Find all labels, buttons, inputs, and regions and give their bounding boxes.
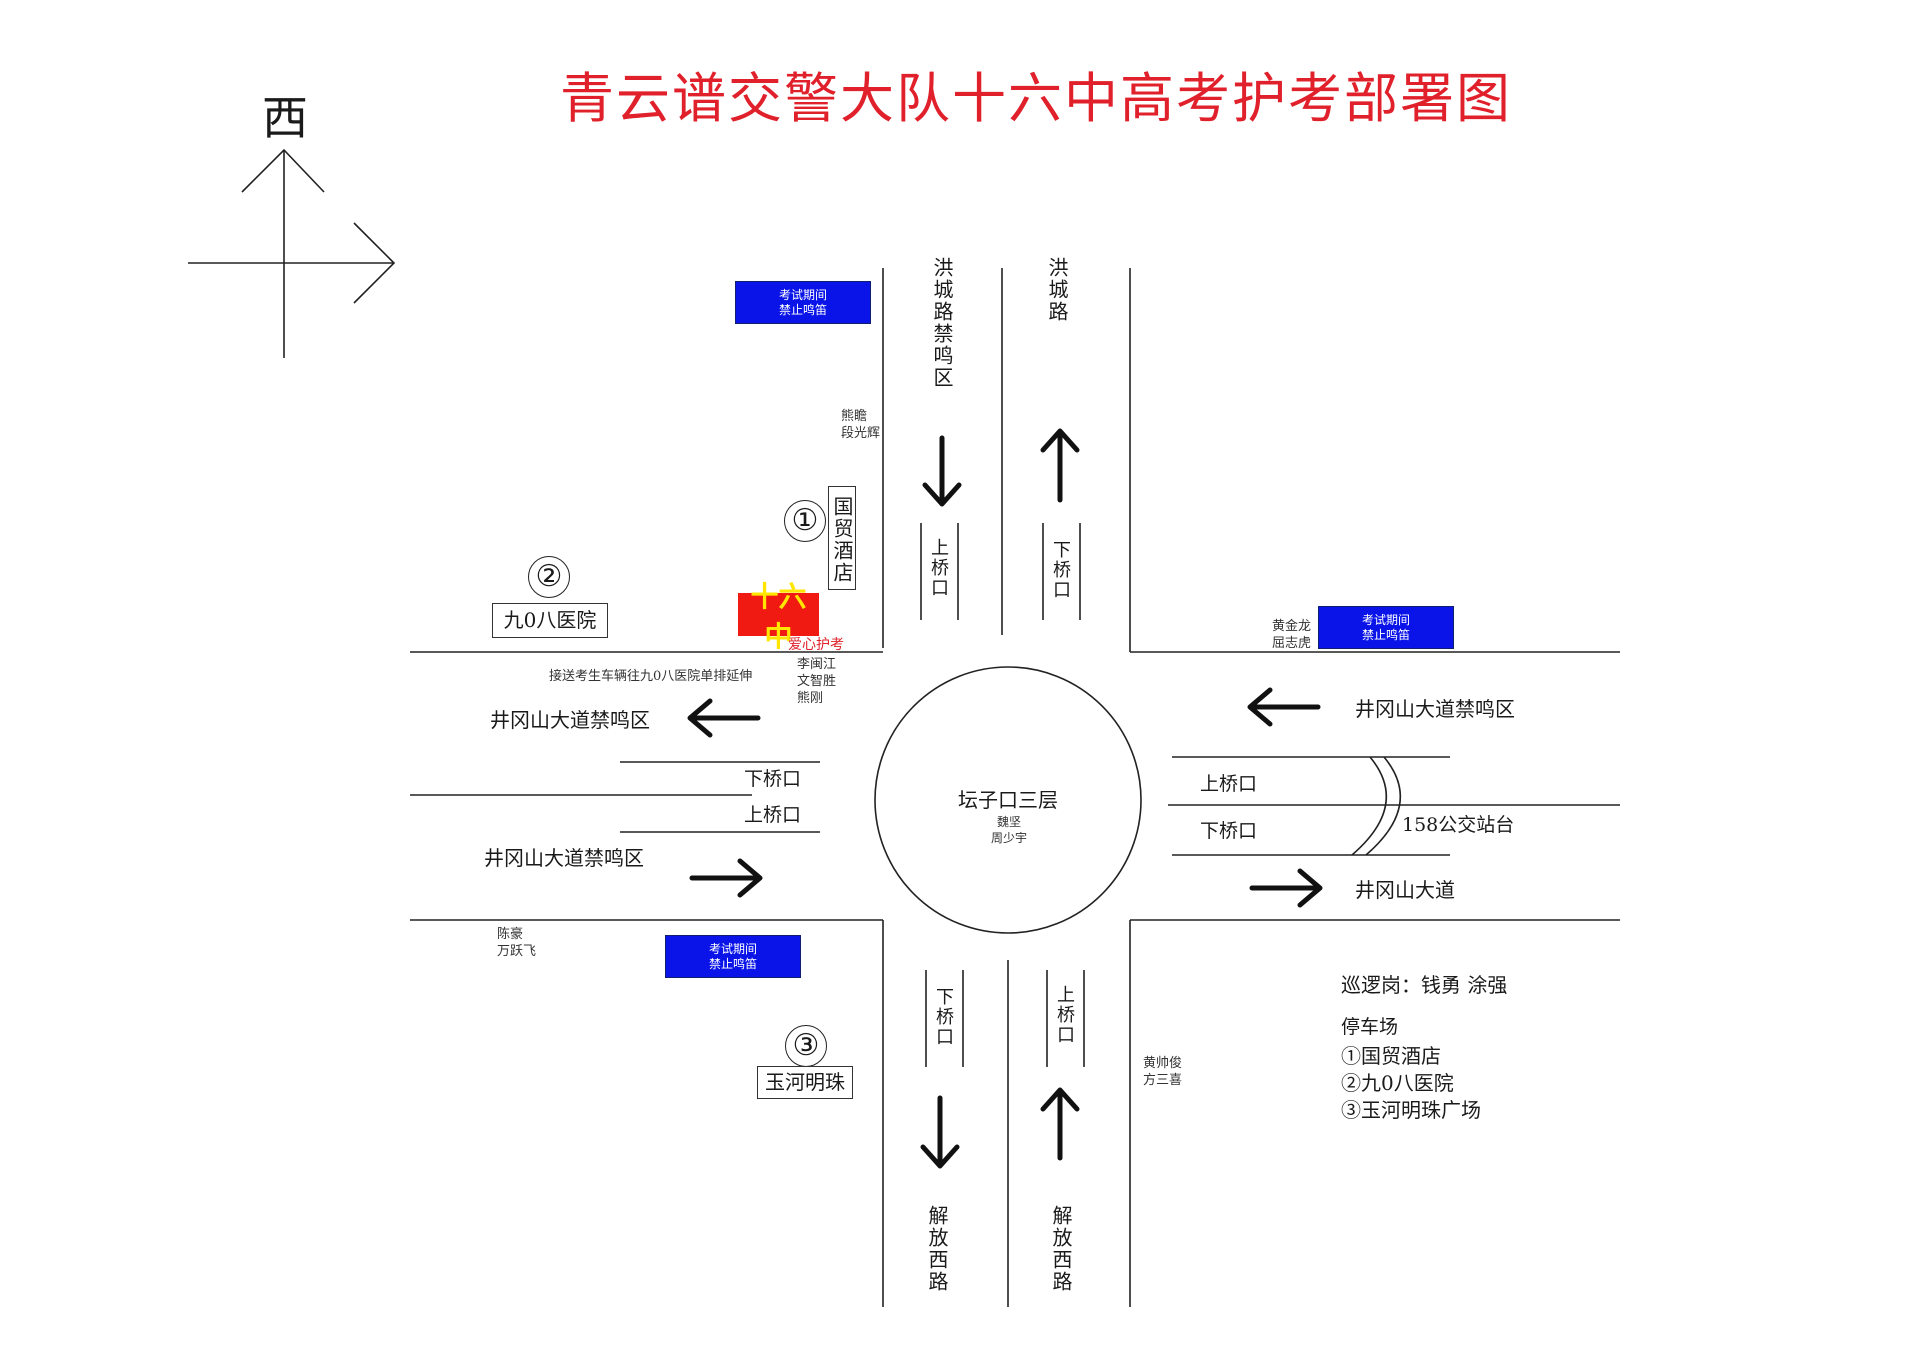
- staff-se-1: 黄帅俊: [1143, 1056, 1183, 1071]
- arrow-right-icon: [689, 858, 763, 898]
- care-slogan: 爱心护考: [788, 637, 844, 653]
- staff-nw-corner-3: 熊刚: [797, 691, 824, 706]
- ramp-label-off-west: 下桥口: [744, 768, 802, 790]
- bus-stop-label: 158公交站台: [1402, 814, 1515, 836]
- no-horn-line1: 考试期间: [778, 287, 827, 302]
- compass-west-label: 西: [262, 91, 308, 145]
- compass-north-head: [241, 148, 325, 193]
- ramp-label-off-east: 下桥口: [1200, 820, 1258, 842]
- ramp-label-on-west: 上桥口: [744, 804, 802, 826]
- roundabout-staff-1: 魏坚: [997, 815, 1022, 829]
- compass-east-head: [353, 222, 396, 304]
- roundabout-name: 坛子口三层: [958, 788, 1058, 812]
- staff-nw-corner-1: 李闽江: [797, 657, 837, 672]
- bus-stop-curve: [1351, 756, 1388, 856]
- place-number-2: ②: [528, 556, 570, 598]
- place-number-1: ①: [784, 500, 826, 542]
- ramp-label-on-south: 上桥口: [1054, 985, 1075, 1045]
- legend-parking-3: ③玉河明珠广场: [1341, 1098, 1481, 1122]
- no-horn-line2: 禁止鸣笛: [778, 302, 827, 317]
- school-sign: 十六中: [738, 580, 819, 653]
- plaza-box: 玉河明珠: [757, 1066, 853, 1099]
- no-horn-sign-sw: 考试期间 禁止鸣笛: [665, 935, 801, 978]
- roundabout-staff-2: 周少宇: [991, 831, 1028, 845]
- arrow-up-icon: [1040, 428, 1080, 503]
- ramp-label-on-north: 上桥口: [928, 538, 949, 598]
- ramp-label-off-south: 下桥口: [933, 987, 954, 1047]
- road-label-hongcheng: 洪城路: [1045, 257, 1069, 323]
- road-label-hongcheng-quiet: 洪城路禁鸣区: [930, 257, 954, 389]
- road-label-jiefang-west: 解放西路: [1049, 1205, 1073, 1293]
- legend-patrol: 巡逻岗：钱勇 涂强: [1341, 973, 1508, 997]
- ramp-label-off-north: 下桥口: [1050, 540, 1071, 600]
- staff-nw-top-1: 熊瞻: [841, 409, 868, 424]
- bus-stop-curve: [1365, 756, 1402, 856]
- staff-nw-corner-2: 文智胜: [797, 674, 837, 689]
- place-number-3: ③: [785, 1025, 827, 1067]
- staff-ne-1: 黄金龙: [1272, 619, 1312, 634]
- staff-nw-top-2: 段光辉: [841, 426, 881, 441]
- road-label-jinggangshan-east: 井冈山大道: [1355, 878, 1455, 902]
- hotel-box: 国贸酒店: [828, 486, 856, 590]
- legend-parking-title: 停车场: [1341, 1016, 1399, 1038]
- road-label-jinggangshan-quiet-east: 井冈山大道禁鸣区: [1355, 697, 1515, 721]
- no-horn-line2: 禁止鸣笛: [708, 956, 757, 971]
- road-label-jinggangshan-quiet-west-north: 井冈山大道禁鸣区: [490, 708, 650, 732]
- map-title: 青云谱交警大队十六中高考护考部署图: [560, 67, 1512, 130]
- no-horn-line1: 考试期间: [1361, 612, 1410, 627]
- no-horn-line1: 考试期间: [708, 941, 757, 956]
- legend-parking-1: ①国贸酒店: [1341, 1044, 1441, 1068]
- ramp-label-on-east: 上桥口: [1200, 773, 1258, 795]
- arrow-down-icon: [920, 1095, 960, 1169]
- arrow-left-icon: [687, 698, 761, 738]
- arrow-right-icon: [1249, 868, 1323, 908]
- roundabout-circle: [874, 666, 1142, 934]
- no-horn-line2: 禁止鸣笛: [1361, 627, 1410, 642]
- staff-ne-2: 屈志虎: [1272, 636, 1312, 651]
- legend-parking-2: ②九0八医院: [1341, 1071, 1454, 1095]
- arrow-up-icon: [1040, 1087, 1080, 1161]
- hospital-box: 九0八医院: [492, 603, 608, 638]
- staff-sw-2: 万跃飞: [497, 944, 537, 959]
- no-horn-sign-ne: 考试期间 禁止鸣笛: [1318, 606, 1454, 649]
- staff-se-2: 方三喜: [1143, 1073, 1183, 1088]
- no-horn-sign-nw: 考试期间 禁止鸣笛: [735, 281, 871, 324]
- road-label-jiefang-west: 解放西路: [925, 1205, 949, 1293]
- staff-sw-1: 陈豪: [497, 927, 524, 942]
- pickup-note: 接送考生车辆往九0八医院单排延伸: [549, 669, 753, 684]
- arrow-left-icon: [1247, 687, 1321, 727]
- arrow-down-icon: [922, 435, 962, 507]
- road-label-jinggangshan-quiet-west-south: 井冈山大道禁鸣区: [484, 846, 644, 870]
